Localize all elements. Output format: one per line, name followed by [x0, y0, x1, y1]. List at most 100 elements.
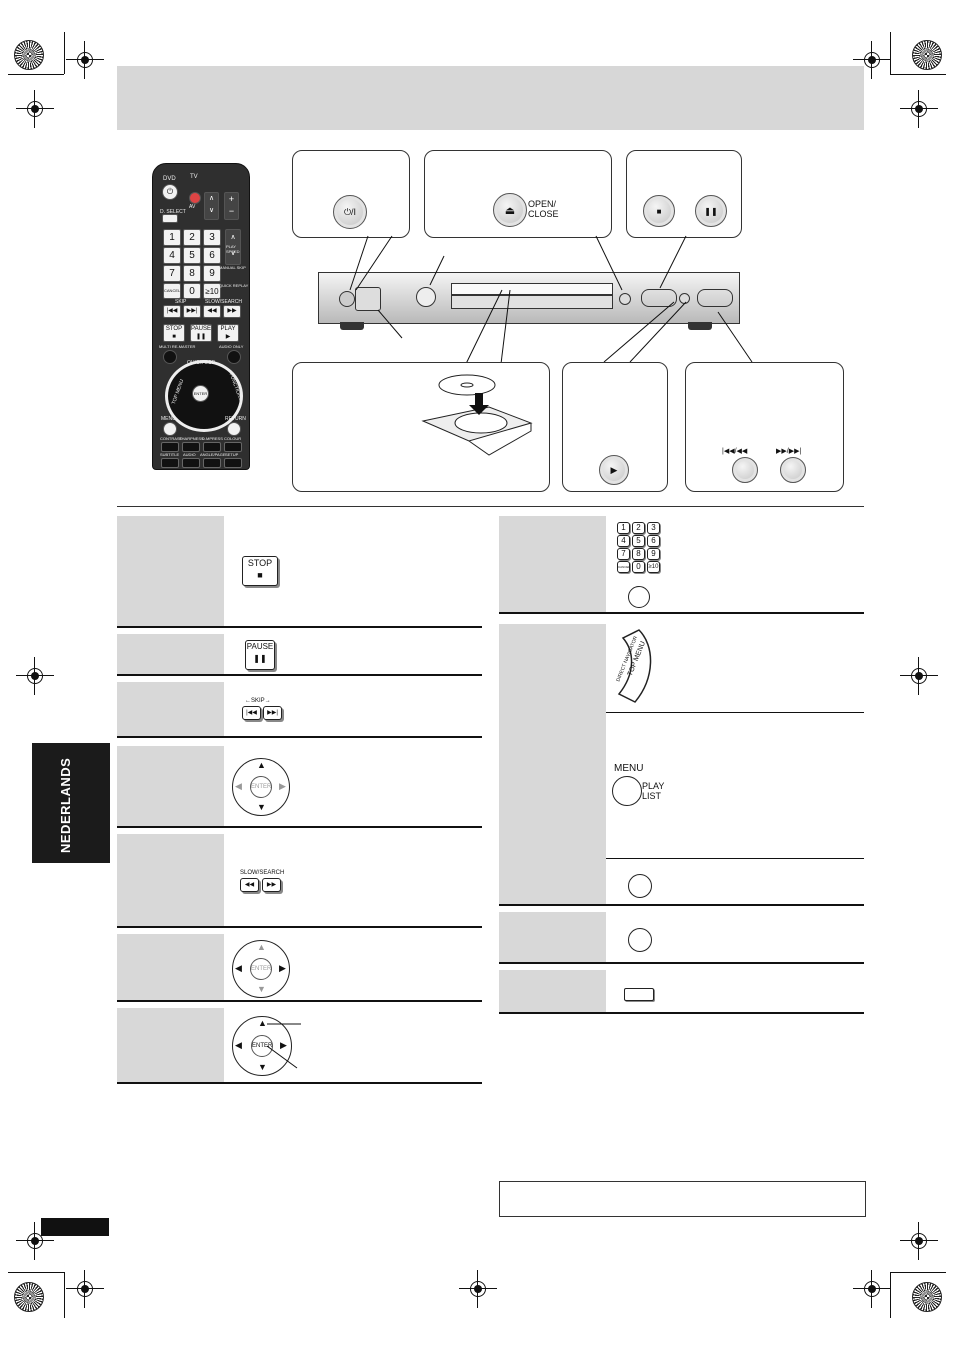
subtitle-button[interactable] — [161, 458, 179, 468]
stop-button[interactable]: STOP■ — [163, 324, 185, 342]
crop-line — [890, 1272, 891, 1318]
arrow-up-icon: ▲ — [258, 1018, 267, 1028]
tv-power-button[interactable] — [189, 192, 201, 204]
direction-pad-icon: ENTER ▲ ▼ ◀ ▶ — [232, 940, 290, 998]
pause-button[interactable]: PAUSE❚❚ — [190, 324, 212, 342]
remote-quick-replay-label: QUICK REPLAY — [219, 283, 249, 288]
digit-key-9[interactable]: 9 — [203, 265, 221, 282]
unit-stop-pause-group[interactable] — [641, 289, 677, 307]
player-foot — [688, 322, 712, 330]
play-label: PLAY — [220, 326, 236, 332]
number-key-1: 1 — [617, 522, 630, 534]
sharpness-button[interactable] — [182, 442, 200, 452]
unit-skip-group[interactable] — [697, 289, 733, 307]
audio-only-button[interactable] — [227, 350, 241, 364]
crop-line — [64, 1272, 65, 1318]
row-rule — [117, 626, 482, 628]
unit-pause-button[interactable]: ❚❚ — [695, 195, 727, 227]
arrow-down-icon: ▼ — [258, 1062, 267, 1072]
rect-key-icon — [624, 988, 654, 1001]
digit-key-0[interactable]: 0 — [183, 283, 201, 299]
menu-button[interactable] — [163, 422, 177, 436]
setup-button[interactable] — [224, 458, 242, 468]
registration-target-bottom-left — [14, 1282, 44, 1312]
digit-key-7[interactable]: 7 — [163, 265, 181, 282]
direction-pad-icon: ENTER ▲ ▼ ◀ ▶ — [232, 1016, 292, 1076]
open-close-button[interactable]: ⏏ — [493, 193, 527, 227]
table-row-slow-search: SLOW/SEARCH ◀◀ ▶▶ — [117, 834, 482, 928]
tv-ch-rocker[interactable]: ∧∨ — [204, 192, 219, 220]
audio-button[interactable] — [182, 458, 200, 468]
digit-key-8[interactable]: 8 — [183, 265, 201, 282]
return-button[interactable] — [227, 422, 241, 436]
table-row-frame: ENTER ▲ ▼ ◀ ▶ — [117, 934, 482, 1002]
remote-row2-label-2: AUDIO — [183, 452, 196, 457]
angle-page-button[interactable] — [203, 458, 221, 468]
digit-key-6[interactable]: 6 — [203, 247, 221, 264]
section-divider — [117, 506, 864, 507]
number-key-7: 7 — [617, 548, 630, 560]
power-icon: ⏻/I — [343, 206, 357, 217]
play-button[interactable]: PLAY▶ — [217, 324, 239, 342]
tv-volume-rocker[interactable]: +− — [224, 192, 239, 220]
registration-target-bottom-right — [912, 1282, 942, 1312]
row-label-cell — [499, 516, 606, 614]
row-rule — [117, 1000, 482, 1002]
select-leader-lines — [267, 1023, 301, 1069]
remote-row2-label-3: ANGLE/PAGE — [200, 452, 226, 457]
display-window — [451, 295, 613, 309]
number-key-8: 8 — [632, 548, 645, 560]
skip-forward-label: ▶▶/▶▶| — [776, 448, 802, 455]
open-close-callout: ⏏ OPEN/ CLOSE — [424, 150, 612, 238]
enter-key-icon: ENTER — [251, 1035, 273, 1057]
multi-re-master-button[interactable] — [163, 350, 177, 364]
crop-line — [8, 74, 64, 75]
enter-button[interactable]: ENTER — [192, 385, 209, 402]
disc-tray[interactable] — [451, 283, 613, 295]
cancel-button[interactable]: CANCEL — [163, 283, 181, 299]
row-label-cell — [499, 970, 606, 1014]
digit-key-2[interactable]: 2 — [183, 229, 201, 246]
skip-back-button[interactable]: |◀◀ — [163, 305, 181, 318]
play-speed-rocker[interactable]: ∧∨ — [225, 229, 241, 265]
remote-d-select-label: D. SELECT — [160, 209, 186, 215]
search-forward-button[interactable]: ▶▶ — [223, 305, 241, 318]
unit-skip-back-button[interactable] — [732, 457, 758, 483]
table-row-skip: ←SKIP→ |◀◀ ▶▶| — [117, 682, 482, 738]
skip-back-label: |◀◀/◀◀ — [722, 448, 748, 455]
eject-icon: ⏏ — [504, 204, 516, 217]
search-back-button[interactable]: ◀◀ — [203, 305, 221, 318]
number-key-10-plus: ≥10 — [647, 561, 660, 573]
crosshair-mark — [66, 1270, 104, 1308]
digit-key-5[interactable]: 5 — [183, 247, 201, 264]
row-rule — [117, 674, 482, 676]
open-close-label: OPEN/ CLOSE — [528, 199, 559, 219]
number-key-2: 2 — [632, 522, 645, 534]
digit-key-4[interactable]: 4 — [163, 247, 181, 264]
colour-button[interactable] — [224, 442, 242, 452]
unit-play-button[interactable]: ▶ — [599, 455, 629, 485]
play-callout: ▶ — [562, 362, 668, 492]
remote-tv-label: TV — [190, 174, 198, 180]
contrast-button[interactable] — [161, 442, 179, 452]
unit-open-close-key[interactable] — [619, 293, 631, 305]
table-row-circle-key — [499, 912, 864, 964]
arrow-up-icon: ▲ — [257, 942, 266, 952]
dvd-power-button[interactable]: ⏻ — [162, 184, 178, 200]
power-switch[interactable] — [355, 287, 381, 311]
d-select-button[interactable] — [162, 214, 178, 223]
unit-skip-forward-button[interactable] — [780, 457, 806, 483]
skip-forward-button[interactable]: ▶▶| — [183, 305, 201, 318]
crosshair-mark — [900, 90, 938, 128]
remote-play-speed-label: PLAY SPEED — [226, 244, 240, 254]
digit-key-1[interactable]: 1 — [163, 229, 181, 246]
crop-line — [890, 74, 946, 75]
row-label-cell — [117, 934, 224, 1002]
digit-key-10[interactable]: ≥10 — [203, 283, 221, 299]
number-key-3: 3 — [647, 522, 660, 534]
power-button[interactable]: ⏻/I — [333, 195, 367, 229]
digit-key-3[interactable]: 3 — [203, 229, 221, 246]
row-rule — [499, 962, 864, 964]
d-mpress-button[interactable] — [203, 442, 221, 452]
unit-stop-button[interactable]: ■ — [643, 195, 675, 227]
